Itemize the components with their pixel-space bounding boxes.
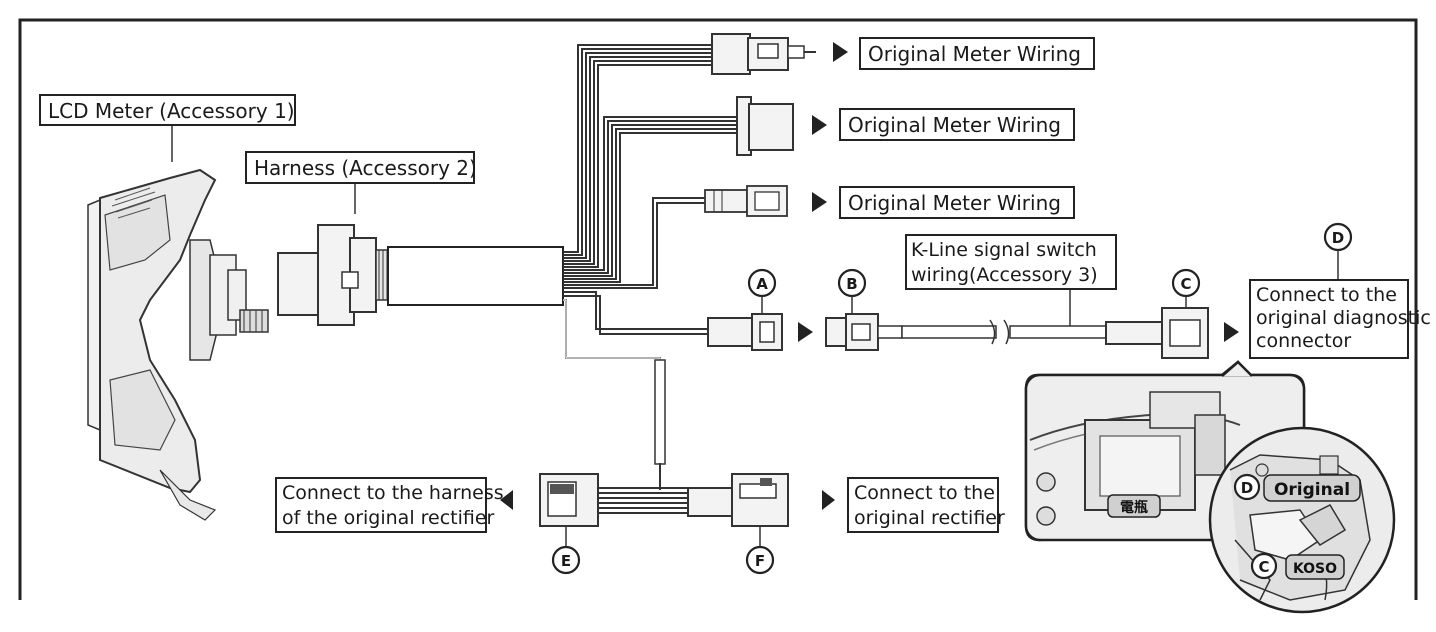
rect-label-box — [847, 477, 999, 533]
diag-label-box — [1249, 279, 1409, 359]
diag-label-line-2: original diagnostic — [1256, 307, 1431, 329]
harness-plug-drawing — [277, 224, 564, 326]
meter-wiring-3-label: Original Meter Wiring — [848, 191, 1061, 215]
wire-bundles — [563, 44, 745, 514]
arrow-c-d — [1224, 322, 1239, 342]
inset-photo: 電瓶 D Original C KOSO — [1024, 360, 1396, 614]
marker-b: B — [846, 275, 857, 293]
connector-c-drawing — [1105, 307, 1209, 359]
connector-f-drawing — [687, 473, 789, 527]
meter-wiring-2-box — [839, 108, 1075, 141]
marker-e: E — [561, 552, 571, 570]
rect-label-line-2: original rectifier — [854, 507, 1005, 529]
marker-e-circle — [551, 545, 581, 575]
marker-c: C — [1180, 275, 1191, 293]
meter-wiring-1-label: Original Meter Wiring — [868, 42, 1081, 66]
meter-connector-3-drawing — [704, 185, 788, 217]
arrow-meter-1 — [833, 42, 848, 62]
arrow-f — [822, 490, 835, 510]
lcd-meter-label: LCD Meter (Accessory 1) — [48, 99, 295, 123]
connector-e-drawing — [539, 473, 599, 527]
inset-koso-label: KOSO — [1293, 561, 1337, 577]
inset-original-label: Original — [1274, 480, 1350, 500]
diag-label-line-3: connector — [1256, 330, 1351, 352]
rect-harness-label-line-2: of the original rectifier — [282, 507, 495, 529]
inset-marker-c: C — [1258, 558, 1269, 576]
marker-f: F — [755, 552, 765, 570]
arrow-meter-3 — [812, 192, 827, 212]
harness-label-box — [245, 151, 475, 184]
meter-wiring-2-label: Original Meter Wiring — [848, 113, 1061, 137]
inset-battery-label: 電瓶 — [1120, 499, 1148, 516]
meter-wiring-1-box — [859, 37, 1095, 70]
kline-label-line-2: wiring(Accessory 3) — [911, 264, 1098, 286]
arrow-meter-2 — [812, 115, 827, 135]
diag-label-line-1: Connect to the — [1256, 284, 1397, 306]
marker-f-circle — [745, 545, 775, 575]
meter-wiring-3-box — [839, 186, 1075, 219]
harness-label: Harness (Accessory 2) — [254, 156, 477, 180]
kline-label-box — [905, 234, 1117, 290]
inset-marker-d: D — [1241, 479, 1253, 497]
lcd-meter-label-box — [39, 94, 296, 126]
kline-cable-drawing — [901, 319, 1107, 345]
marker-a: A — [756, 275, 768, 293]
marker-d: D — [1332, 229, 1344, 247]
meter-connector-2-drawing — [736, 96, 794, 156]
kline-label-line-1: K-Line signal switch — [911, 239, 1097, 261]
rect-harness-label-box — [275, 477, 487, 533]
rect-label-line-1: Connect to the — [854, 482, 995, 504]
frame-border — [18, 18, 1418, 600]
meter-connector-1-drawing — [711, 33, 816, 75]
connector-b-drawing — [825, 313, 903, 351]
connector-a-drawing — [707, 313, 783, 351]
arrow-a-b — [798, 322, 813, 342]
rect-harness-label-line-1: Connect to the harness — [282, 482, 504, 504]
arrow-e — [500, 490, 513, 510]
lcd-meter-drawing — [87, 168, 269, 521]
